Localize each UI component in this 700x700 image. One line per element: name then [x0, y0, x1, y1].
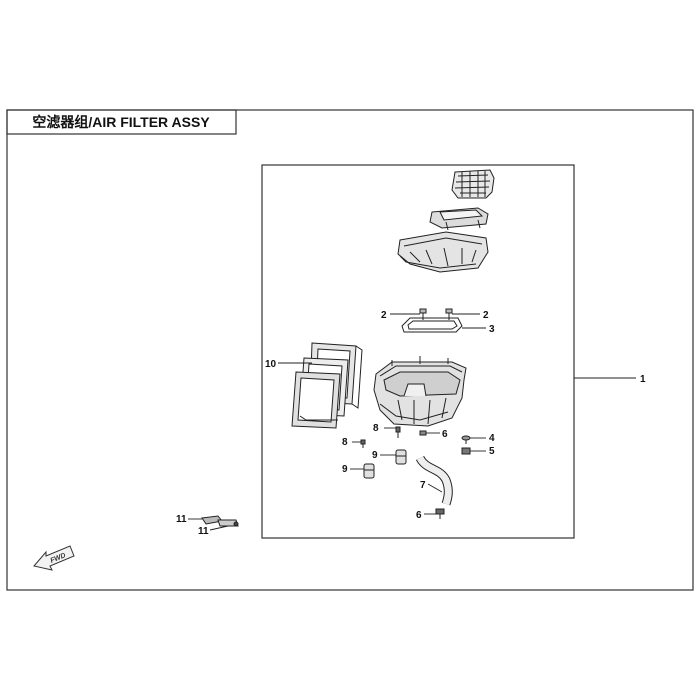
callout-6-lower: 6 — [416, 510, 422, 521]
title-box — [6, 109, 237, 135]
callout-11-upper: 11 — [176, 514, 187, 525]
gasket-part — [401, 317, 463, 333]
callout-7: 7 — [420, 480, 426, 491]
fwd-arrow-icon: FWD — [33, 545, 75, 571]
callout-9-upper: 9 — [372, 450, 378, 461]
assembly-box — [261, 164, 575, 539]
leader-lines — [188, 313, 636, 531]
callout-8-upper: 8 — [373, 423, 379, 434]
callout-3: 3 — [489, 324, 495, 335]
clip-part-6-upper — [419, 430, 427, 436]
intake-snorkel-part — [451, 169, 495, 199]
screw-part-left — [419, 308, 427, 320]
drain-plug-part-upper — [395, 449, 407, 465]
diagram-title: 空滤器组/AIR FILTER ASSY — [32, 114, 210, 130]
callout-9-lower: 9 — [342, 464, 348, 475]
callout-6-upper: 6 — [442, 429, 448, 440]
callout-2-right: 2 — [483, 310, 489, 321]
clip-part-8-lower — [360, 439, 366, 448]
clip-part-8-upper — [395, 426, 401, 438]
callout-5: 5 — [489, 446, 495, 457]
callout-2-left: 2 — [381, 310, 387, 321]
callout-11-lower: 11 — [198, 526, 209, 537]
callout-10: 10 — [265, 359, 277, 370]
airbox-lower-housing-part — [373, 356, 467, 427]
outer-frame — [6, 109, 694, 591]
hose-part — [415, 455, 453, 506]
filter-element-part — [291, 342, 363, 429]
screw-part-right — [445, 308, 453, 320]
fastener-part-4 — [461, 435, 471, 444]
callout-8-lower: 8 — [342, 437, 348, 448]
cover-frame-part — [429, 207, 489, 231]
bracket-part-11 — [201, 515, 239, 527]
callout-1: 1 — [640, 374, 646, 385]
nut-part-5 — [461, 447, 471, 455]
clamp-part-6-lower — [435, 508, 445, 519]
airbox-upper-cover-part — [397, 231, 489, 273]
callout-4: 4 — [489, 433, 495, 444]
drain-plug-part-lower — [363, 463, 375, 479]
air-filter-parts — [201, 169, 495, 527]
